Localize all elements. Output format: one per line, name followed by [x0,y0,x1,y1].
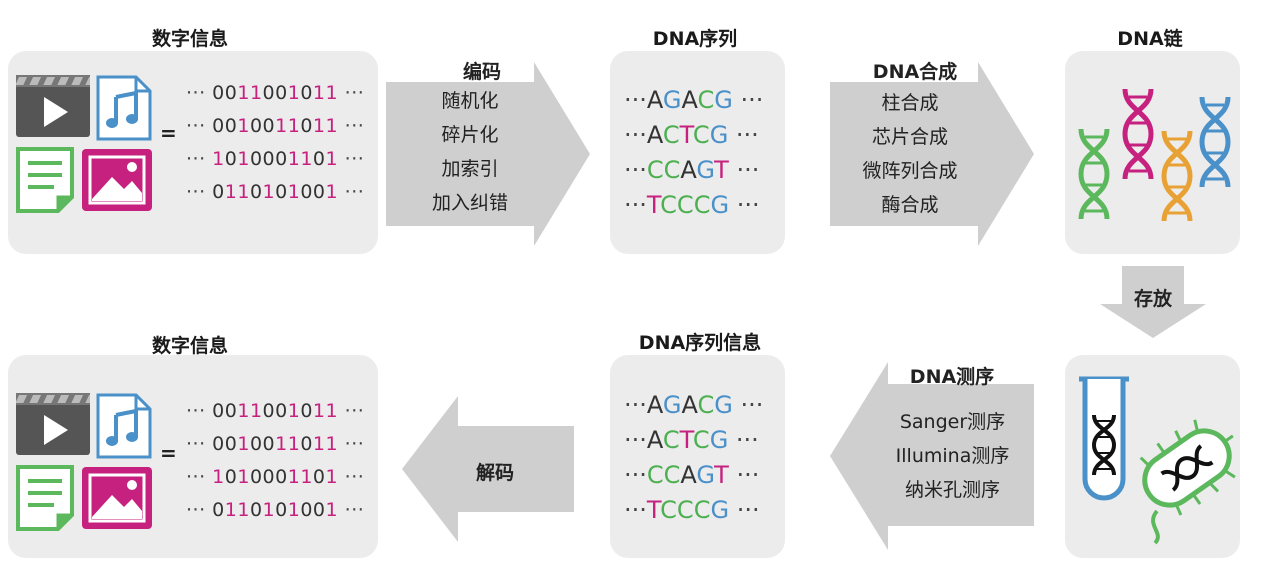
dna-sequence-row: ···AGACG ··· [624,86,764,114]
document-icon [16,465,74,531]
bit-rows: ··· 0011001011 ··· ··· 0010011011 ··· ··· … [186,395,364,527]
bit-row: ··· 0011001011 ··· [186,82,365,104]
dna-sequence-info-title: DNA序列信息 [638,332,762,354]
bit-row: ··· 1010001101 ··· [186,148,365,170]
dna-sequence-info-panel: ···AGACG ··· ···ACTCG ··· ···CCAGT ··· ···T… [610,355,785,558]
video-icon [16,75,90,137]
music-file-icon [96,393,152,459]
dna-sequence-info-rows: ···AGACG ··· ···ACTCG ··· ···CCAGT ··· ···T… [624,388,763,528]
dna-sequence-rows: ···AGACG ··· ···ACTCG ··· ···CCAGT ··· ···T… [624,83,763,223]
sequencing-methods: Sanger测序 Illumina测序 纳米孔测序 [880,405,1025,507]
bit-row: ··· 1010001101 ··· [186,466,365,488]
equals-sign: = [160,441,177,465]
sequencing-method: 纳米孔测序 [904,479,1000,501]
dna-chain-panel [1065,51,1240,254]
sequencing-arrow [830,362,1034,550]
encode-steps: 随机化 碎片化 加索引 加入纠错 [410,84,530,220]
digital-info-title-bottom: 数字信息 [151,335,228,357]
video-icon [16,393,90,455]
bit-row: ··· 0110101001 ··· [186,499,365,521]
synthesis-method: 芯片合成 [871,126,948,148]
dna-chain-title: DNA链 [1117,28,1183,50]
dna-magenta-icon [1122,89,1154,179]
dna-sequence-row: ···TCCCG ··· [624,191,760,219]
encode-step: 随机化 [441,90,499,112]
storage-label: 存放 [1133,288,1172,310]
storage-panel [1065,355,1240,558]
sequencing-method: Illumina测序 [895,445,1010,467]
decode-arrow [402,396,574,542]
bit-row: ··· 0010011011 ··· [186,433,365,455]
dna-sequence-panel: ···AGACG ··· ···ACTCG ··· ···CCAGT ··· ···T… [610,51,785,254]
dna-sequence-row: ···CCAGT ··· [624,156,760,184]
synthesis-arrow [830,62,1034,246]
test-tube-dna-icon [1079,376,1129,501]
dna-sequence-row: ···CCAGT ··· [624,461,760,489]
bit-row: ··· 0010011011 ··· [186,115,365,137]
digital-info-panel-top: = ··· 0011001011 ······ 0010011011 ·····… [8,51,378,254]
bacteria-dna-icon [1139,419,1236,545]
document-icon [16,147,74,213]
synthesis-method: 柱合成 [881,92,939,114]
synthesis-label: DNA合成 [872,61,958,83]
image-icon [82,149,152,211]
bit-row: ··· 0011001011 ··· [186,400,365,422]
sequencing-method: Sanger测序 [899,411,1006,433]
dna-sequence-row: ···AGACG ··· [624,391,764,419]
synthesis-method: 微阵列合成 [862,160,958,182]
dna-sequence-row: ···TCCCG ··· [624,496,760,524]
image-icon [82,467,152,529]
decode-label: 解码 [475,462,514,484]
encode-step: 加入纠错 [431,192,508,214]
equals-sign: = [160,121,177,145]
synthesis-method: 酶合成 [881,194,939,216]
dna-sequence-row: ···ACTCG ··· [624,426,759,454]
dna-green-icon [1078,129,1110,219]
bit-rows: ··· 0011001011 ··· ··· 0010011011 ··· ··· … [186,77,364,209]
dna-sequence-row: ···ACTCG ··· [624,121,759,149]
dna-orange-icon [1161,131,1193,221]
digital-info-title-top: 数字信息 [151,28,228,50]
encode-step: 碎片化 [441,124,499,146]
digital-info-panel-bottom: = ··· 0011001011 ······ 0010011011 ·····… [8,355,378,558]
encode-step: 加索引 [441,158,499,180]
encode-arrow [386,62,590,246]
dna-blue-icon [1199,97,1231,187]
synthesis-methods: 柱合成 芯片合成 微阵列合成 酶合成 [845,86,975,222]
storage-arrow [1100,266,1206,338]
encode-label: 编码 [462,61,501,83]
bit-row: ··· 0110101001 ··· [186,181,365,203]
music-file-icon [96,75,152,141]
sequencing-label: DNA测序 [909,366,995,388]
dna-sequence-title: DNA序列 [652,28,738,50]
